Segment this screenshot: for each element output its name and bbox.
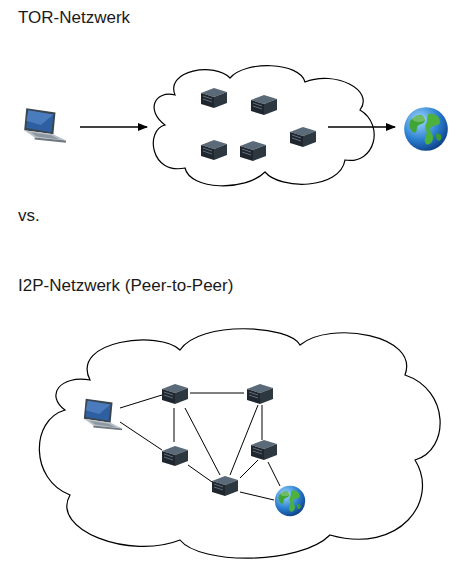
globe-icon [404,107,448,151]
arrow-line [80,126,147,127]
network-heading: I2P-Netzwerk (Peer-to-Peer) [18,276,233,296]
laptop-icon [84,399,122,431]
server-icon [240,141,266,161]
server-icon [247,384,273,404]
server-icon [162,384,188,404]
server-icon [201,88,227,108]
arrow-line [328,126,395,127]
network-cloud [153,66,374,186]
server-icon [201,140,227,160]
laptop-icon [24,108,66,142]
network-heading: TOR-Netzwerk [18,8,130,28]
server-icon [251,440,277,460]
server-icon [212,476,238,496]
server-icon [162,446,188,466]
peer-links [120,393,280,500]
globe-icon [275,486,305,516]
server-icon [290,127,316,147]
server-icon [251,95,277,115]
network-cloud [39,329,440,558]
comparison-label: vs. [18,206,40,226]
